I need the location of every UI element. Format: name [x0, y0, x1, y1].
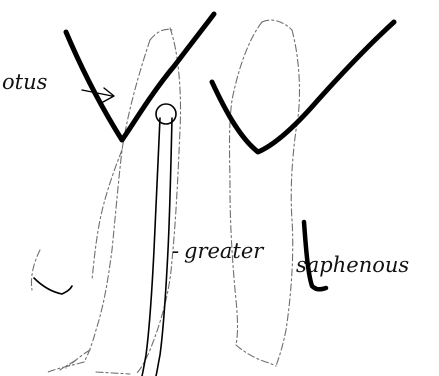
right-leg-outline — [230, 20, 300, 366]
right-foot-outline — [236, 345, 276, 366]
far-left-outline — [31, 250, 72, 294]
left-v-mark — [66, 14, 214, 140]
far-left-heel-ink — [34, 278, 72, 294]
right-leg-front-contour — [230, 22, 263, 345]
far-left-contour — [31, 250, 40, 290]
right-leg-back-contour — [276, 30, 299, 366]
left-leg-back-contour — [136, 28, 181, 374]
vein-label-prefix: - — [172, 239, 179, 263]
left-label: otus — [2, 70, 48, 94]
left-leg-inner-contour — [92, 150, 122, 280]
vein-line-outer — [142, 118, 160, 376]
vein-label-word1: greater — [184, 239, 265, 263]
right-v-mark — [212, 22, 394, 152]
vein-label-word2: saphenous — [296, 253, 409, 277]
right-leg-knee-top — [262, 20, 292, 30]
greater-saphenous-vein — [142, 104, 176, 376]
left-leg-knee-top — [150, 29, 172, 40]
saphenous-opening-circle — [156, 104, 176, 124]
